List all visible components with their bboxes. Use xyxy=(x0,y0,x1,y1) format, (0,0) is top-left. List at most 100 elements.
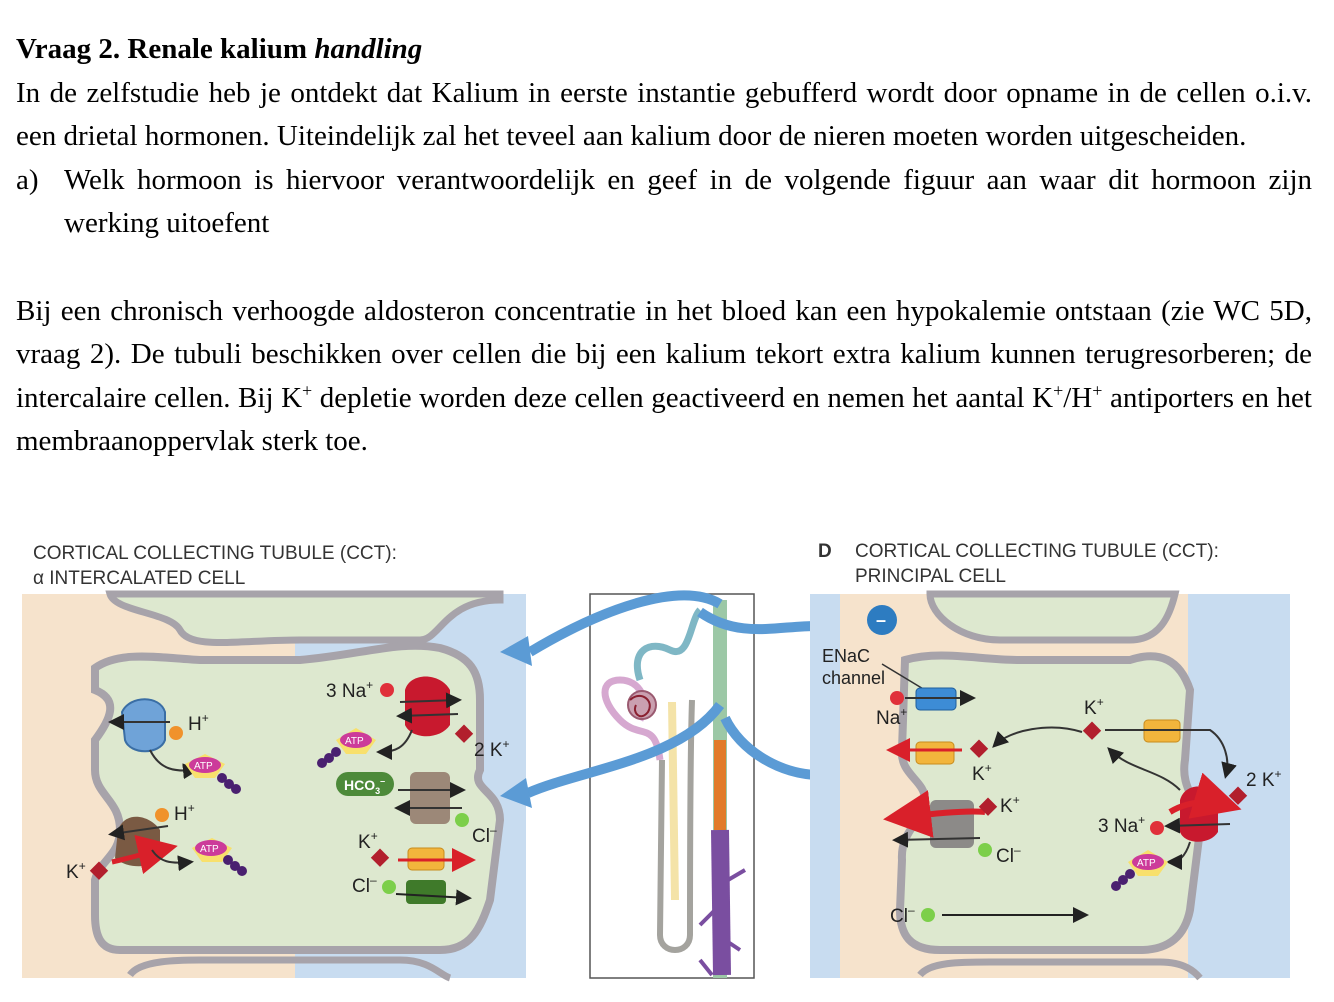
k-cotr-sup: + xyxy=(1013,793,1020,807)
question-text: Vraag 2. Renale kalium handling In de ze… xyxy=(16,28,1312,464)
hco3-sub: 3 xyxy=(375,786,380,796)
na3-label-right: 3 Na xyxy=(1098,816,1139,837)
k-label-in: K xyxy=(66,862,79,883)
h-label-1: H xyxy=(188,714,202,735)
svg-text:K+: K+ xyxy=(358,829,378,853)
cl-ch-sup: – xyxy=(370,873,377,887)
cl-label-1: Cl xyxy=(472,826,490,847)
na-ion-right xyxy=(1150,821,1164,835)
svg-text:3 Na+: 3 Na+ xyxy=(326,678,373,702)
atp-icon-3: ATP xyxy=(317,728,376,768)
k-in-sup: + xyxy=(79,859,86,873)
question-title: Vraag 2. Renale kalium handling xyxy=(16,28,1312,72)
svg-text:H+: H+ xyxy=(188,711,209,735)
p2-part1: Bij een chronisch verhoogde aldosteron c… xyxy=(16,294,1312,414)
hco3-text: HCO xyxy=(344,777,375,793)
enac-label-2: channel xyxy=(822,668,885,688)
cl-label-channel: Cl xyxy=(352,876,370,897)
atp-icon-1: ATP xyxy=(185,754,241,794)
k-label-mid: K xyxy=(972,764,985,785)
na-k-pump-right xyxy=(1180,786,1218,842)
right-panel-letter: D xyxy=(818,541,832,562)
k2-sup: + xyxy=(503,737,510,751)
k2-label-right: 2 K xyxy=(1246,770,1275,791)
na-k-pump xyxy=(405,676,450,737)
anion-exchanger xyxy=(410,772,450,824)
cl-label-bottom: Cl xyxy=(890,906,908,927)
title-main: Vraag 2. Renale kalium xyxy=(16,33,315,65)
na-label: Na xyxy=(876,708,901,729)
p2-sup3: + xyxy=(1092,379,1103,400)
romk-channel xyxy=(915,741,955,765)
svg-text:H+: H+ xyxy=(174,801,195,825)
k-ion-top xyxy=(1082,721,1102,740)
k-label-channel: K xyxy=(358,832,371,853)
h-label-2: H xyxy=(174,804,188,825)
k-label-top: K xyxy=(1084,698,1097,719)
negative-charge-icon xyxy=(867,605,897,635)
svg-text:K+: K+ xyxy=(1000,793,1020,817)
cl-channel xyxy=(406,880,446,904)
na3-label: 3 Na xyxy=(326,681,367,702)
k-ion-2k xyxy=(454,724,474,743)
na-ion xyxy=(380,683,394,697)
cl-bottom-sup: – xyxy=(908,903,915,917)
k-mid-sup: + xyxy=(985,761,992,775)
svg-text:K+: K+ xyxy=(1084,695,1104,719)
hco3-sup: – xyxy=(380,776,385,786)
cl-sup-1: – xyxy=(490,823,497,837)
right-header-1: CORTICAL COLLECTING TUBULE (CCT): xyxy=(855,541,1219,562)
negative-charge-text: – xyxy=(876,610,886,630)
cl-ion-cotr xyxy=(978,843,992,857)
left-header-2: α INTERCALATED CELL xyxy=(33,568,245,589)
question-a-text: Welk hormoon is hiervoor verantwoordelij… xyxy=(64,163,1312,240)
svg-text:2 K+: 2 K+ xyxy=(474,737,510,761)
glomerulus xyxy=(627,690,657,720)
atp-icon-2: ATP xyxy=(192,838,247,876)
k-ion-cotr xyxy=(978,797,998,816)
p2-sup1: + xyxy=(302,379,313,400)
h-label-2-sup: + xyxy=(188,801,195,815)
svg-text:Cl–: Cl– xyxy=(472,823,497,847)
h-ion-2 xyxy=(155,808,169,822)
intro-paragraph: In de zelfstudie heb je ontdekt dat Kali… xyxy=(16,76,1312,153)
na3-right-sup: + xyxy=(1138,813,1145,827)
question-a: a) Welk hormoon is hiervoor verantwoorde… xyxy=(16,159,1312,246)
h-atpase-pump xyxy=(120,698,166,753)
na-ion-enac xyxy=(890,691,904,705)
title-italic: handling xyxy=(314,33,423,65)
k-ion-channel xyxy=(370,848,390,867)
right-panel: – ENaC channel Na+ K+ K+ 2 K+ 3 Na+ ATP xyxy=(810,590,1290,981)
svg-text:2 K+: 2 K+ xyxy=(1246,767,1282,791)
p2-part3: /H xyxy=(1063,381,1093,414)
cl-ion-bottom xyxy=(921,908,935,922)
k-label-cotr: K xyxy=(1000,796,1013,817)
p2-sup2: + xyxy=(1053,379,1064,400)
cl-label-cotr: Cl xyxy=(996,846,1014,867)
cl-cotr-sup: – xyxy=(1014,843,1021,857)
cl-ion-1 xyxy=(455,813,469,827)
k2-right-sup: + xyxy=(1275,767,1282,781)
h-label-1-sup: + xyxy=(202,711,209,725)
svg-text:3 Na+: 3 Na+ xyxy=(1098,813,1145,837)
right-header-2: PRINCIPAL CELL xyxy=(855,566,1006,587)
svg-text:Cl–: Cl– xyxy=(352,873,377,897)
p2-part4: antiporters en het membraanoppervlak ste… xyxy=(16,381,1312,458)
na-sup: + xyxy=(900,705,907,719)
svg-text:K+: K+ xyxy=(972,761,992,785)
cl-ion-2 xyxy=(382,880,396,894)
enac-label-1: ENaC xyxy=(822,646,870,666)
svg-text:Na+: Na+ xyxy=(876,705,907,729)
k2-label: 2 K xyxy=(474,740,503,761)
left-header-1: CORTICAL COLLECTING TUBULE (CCT): xyxy=(33,543,397,564)
svg-text:Cl–: Cl– xyxy=(996,843,1021,867)
question-a-label: a) xyxy=(16,163,39,196)
atp-label-2: ATP xyxy=(200,844,219,855)
kcl-cotransporter xyxy=(930,800,974,848)
na3-sup: + xyxy=(366,678,373,692)
nephron-diagram xyxy=(589,593,755,979)
svg-text:HCO3–: HCO3– xyxy=(344,776,385,796)
left-panel: H+ ATP H+ ATP K+ 3 Na+ 2 K+ xyxy=(22,590,526,982)
k-ch-sup: + xyxy=(371,829,378,843)
